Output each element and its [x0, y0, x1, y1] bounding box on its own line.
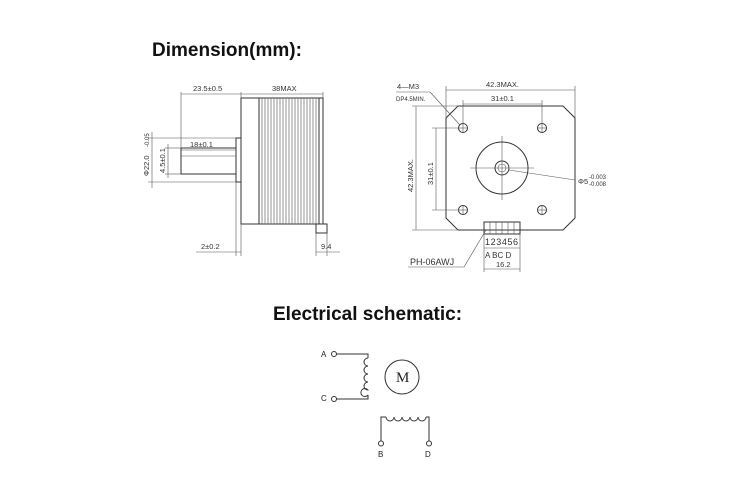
dim-shaft-phi: Φ5 — [578, 177, 588, 186]
side-connector — [315, 223, 328, 234]
coil-bd — [385, 416, 427, 422]
terminal-b-label: B — [378, 450, 383, 459]
dim-boss-tolerance: -0.05 — [145, 133, 151, 147]
connector-model: PH-06AWJ — [410, 257, 454, 267]
terminal-d-label: D — [425, 450, 431, 459]
terminal-c-label: C — [321, 394, 327, 403]
mounting-holes — [458, 123, 547, 215]
dim-screw-depth: DP4.5MIN. — [396, 97, 426, 103]
dimension-heading: Dimension(mm): — [152, 40, 302, 61]
front-view: 42.3MAX. 31±0.1 42.3MAX. 31±0.1 4—M3 DP4… — [396, 80, 607, 272]
dim-width-max: 42.3MAX. — [486, 80, 519, 89]
electrical-heading: Electrical schematic: — [273, 304, 462, 325]
terminal-a-label: A — [321, 350, 327, 359]
motor-symbol — [384, 359, 420, 395]
dim-shaft-total: 23.5±0.5 — [193, 84, 222, 93]
dim-hole-pitch-h: 31±0.1 — [491, 94, 514, 103]
dim-flat-length: 18±0.1 — [190, 140, 213, 149]
motor-body-outline — [240, 97, 324, 225]
terminal-b — [378, 440, 384, 447]
coil-ac — [360, 357, 370, 397]
dim-shaft-diameter: 4.5±0.1 — [158, 148, 167, 173]
motor-label: M — [396, 370, 409, 386]
terminal-a — [331, 351, 337, 357]
pin-numbers: 123456 — [485, 237, 519, 247]
dim-connector-length: 9.4 — [321, 242, 331, 251]
electrical-schematic: A C M B D — [321, 350, 432, 459]
dim-screw-spec: 4—M3 — [397, 82, 419, 91]
side-view: 23.5±0.5 38MAX 18±0.1 Φ22.0 -0.05 4.5±0.… — [142, 84, 340, 256]
mounting-boss — [235, 137, 242, 183]
dim-body-length: 38MAX — [272, 84, 297, 93]
terminal-d — [426, 440, 432, 447]
dim-boss-diameter: Φ22.0 — [142, 155, 151, 176]
front-body-outline — [445, 105, 576, 231]
dim-shaft-tol-hi: -0.003 — [589, 175, 607, 181]
dim-hole-pitch-v: 31±0.1 — [426, 162, 435, 185]
dim-height-max: 42.3MAX. — [406, 159, 415, 192]
dim-shaft-tol-lo: -0.008 — [589, 182, 607, 188]
pin-letters: A BC D — [485, 251, 511, 260]
dim-boss-length: 2±0.2 — [201, 242, 220, 251]
shaft — [180, 147, 237, 175]
dim-connector-width: 16.2 — [496, 260, 511, 269]
cooling-fins — [261, 98, 317, 224]
terminal-c — [331, 396, 337, 402]
